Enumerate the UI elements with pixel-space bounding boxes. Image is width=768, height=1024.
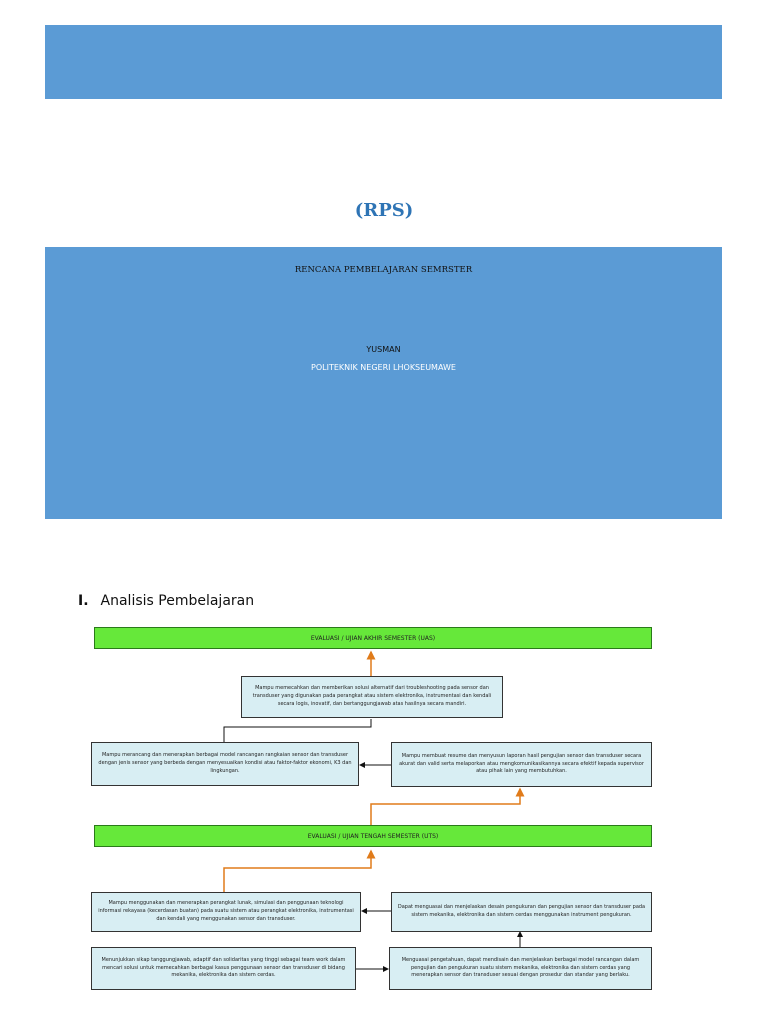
node-low-left: Mampu menggunakan dan menerapkan perangk… bbox=[91, 892, 361, 932]
header-band bbox=[45, 25, 722, 99]
arrow-midleft-to-top bbox=[223, 719, 372, 742]
section-number: I. bbox=[78, 593, 89, 609]
node-bot-right: Menguasai pengetahuan, dapat mendisain d… bbox=[389, 947, 652, 990]
cover-institution: POLITEKNIK NEGERI LHOKSEUMAWE bbox=[311, 363, 456, 372]
node-top: Mampu memecahkan dan memberikan solusi a… bbox=[241, 676, 503, 718]
node-mid-left: Mampu merancang dan menerapkan berbagai … bbox=[91, 742, 359, 786]
rps-title: (RPS) bbox=[354, 200, 414, 221]
cover-author: YUSMAN bbox=[366, 345, 401, 354]
cover-heading: RENCANA PEMBELAJARAN SEMRSTER bbox=[294, 265, 473, 275]
arrow-uts-to-midright bbox=[370, 787, 525, 825]
section-heading: I. Analisis Pembelajaran bbox=[78, 593, 254, 609]
uas-bar: EVALUASI / UJIAN AKHIR SEMESTER (UAS) bbox=[94, 627, 652, 649]
arrow-lowleft-to-uts bbox=[223, 849, 376, 892]
node-mid-right: Mampu membuat resume dan menyusun lapora… bbox=[391, 742, 652, 787]
uts-bar: EVALUASI / UJIAN TENGAH SEMESTER (UTS) bbox=[94, 825, 652, 847]
node-low-right: Dapat menguasai dan menjelaskan desain p… bbox=[391, 892, 652, 932]
section-title: Analisis Pembelajaran bbox=[100, 593, 255, 609]
cover-box: RENCANA PEMBELAJARAN SEMRSTER YUSMAN POL… bbox=[45, 247, 722, 519]
node-bot-left: Menunjukkan sikap tanggungjawab, adaptif… bbox=[91, 947, 356, 990]
